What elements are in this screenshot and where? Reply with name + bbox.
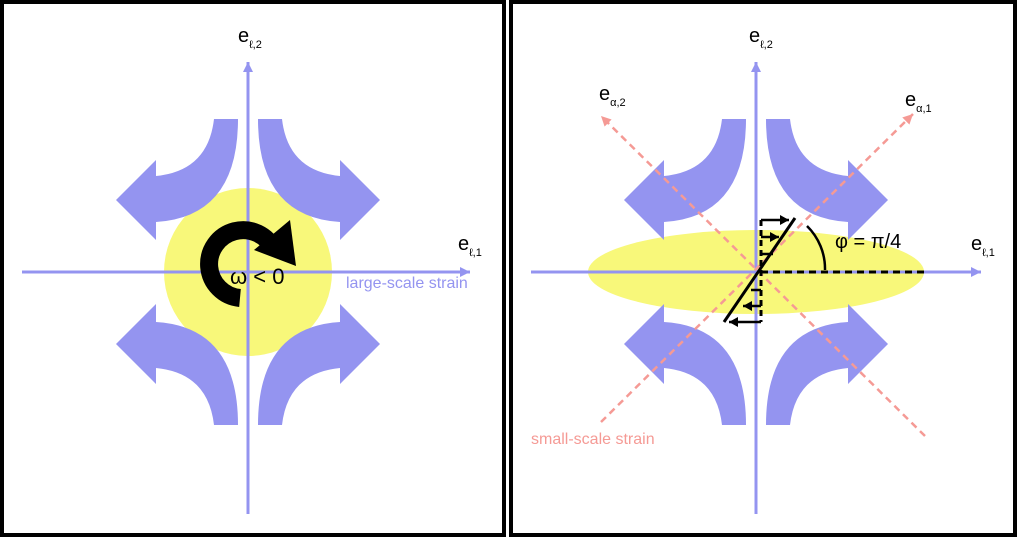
flow-arrow-top-right	[258, 119, 380, 240]
axis-y-label: eℓ,2	[749, 25, 773, 51]
flow-arrow-top-right	[766, 119, 888, 240]
angle-arc	[806, 225, 827, 271]
vorticity-label: ω < 0	[230, 264, 285, 289]
large-scale-flow-arrows	[624, 119, 888, 425]
rotation-arrow-icon	[200, 220, 296, 307]
large-scale-strain-label: large-scale strain	[346, 275, 468, 292]
axis-x-label: eℓ,1	[971, 233, 995, 259]
left-panel-rotating-eddy: ω < 0 eℓ,2 eℓ,1 large-scale strain	[0, 0, 506, 537]
alpha-1-label: eα,1	[905, 89, 932, 115]
shear-profile-icon	[722, 215, 925, 327]
right-diagram-canvas	[531, 62, 981, 514]
left-diagram-canvas	[22, 62, 470, 514]
right-panel-strained-eddy: φ = π/4 eℓ,2 eℓ,1 eα,1 eα,2 small-scale …	[509, 0, 1017, 537]
alpha-1-axis-line	[600, 113, 914, 423]
flow-arrow-bottom-left	[624, 304, 746, 425]
large-scale-flow-arrows	[116, 119, 380, 425]
axis-y-label: eℓ,2	[238, 25, 262, 51]
flow-arrow-top-left	[624, 119, 746, 240]
axis-x-label: eℓ,1	[458, 233, 482, 259]
alpha-2-label: eα,2	[599, 83, 626, 109]
flow-arrow-bottom-right	[258, 304, 380, 425]
flow-arrow-top-left	[116, 119, 238, 240]
angle-label: φ = π/4	[835, 231, 902, 253]
flow-arrow-bottom-left	[116, 304, 238, 425]
alpha-2-axis-line	[600, 115, 926, 437]
flow-arrow-bottom-right	[766, 304, 888, 425]
small-scale-strain-label: small-scale strain	[531, 431, 655, 448]
